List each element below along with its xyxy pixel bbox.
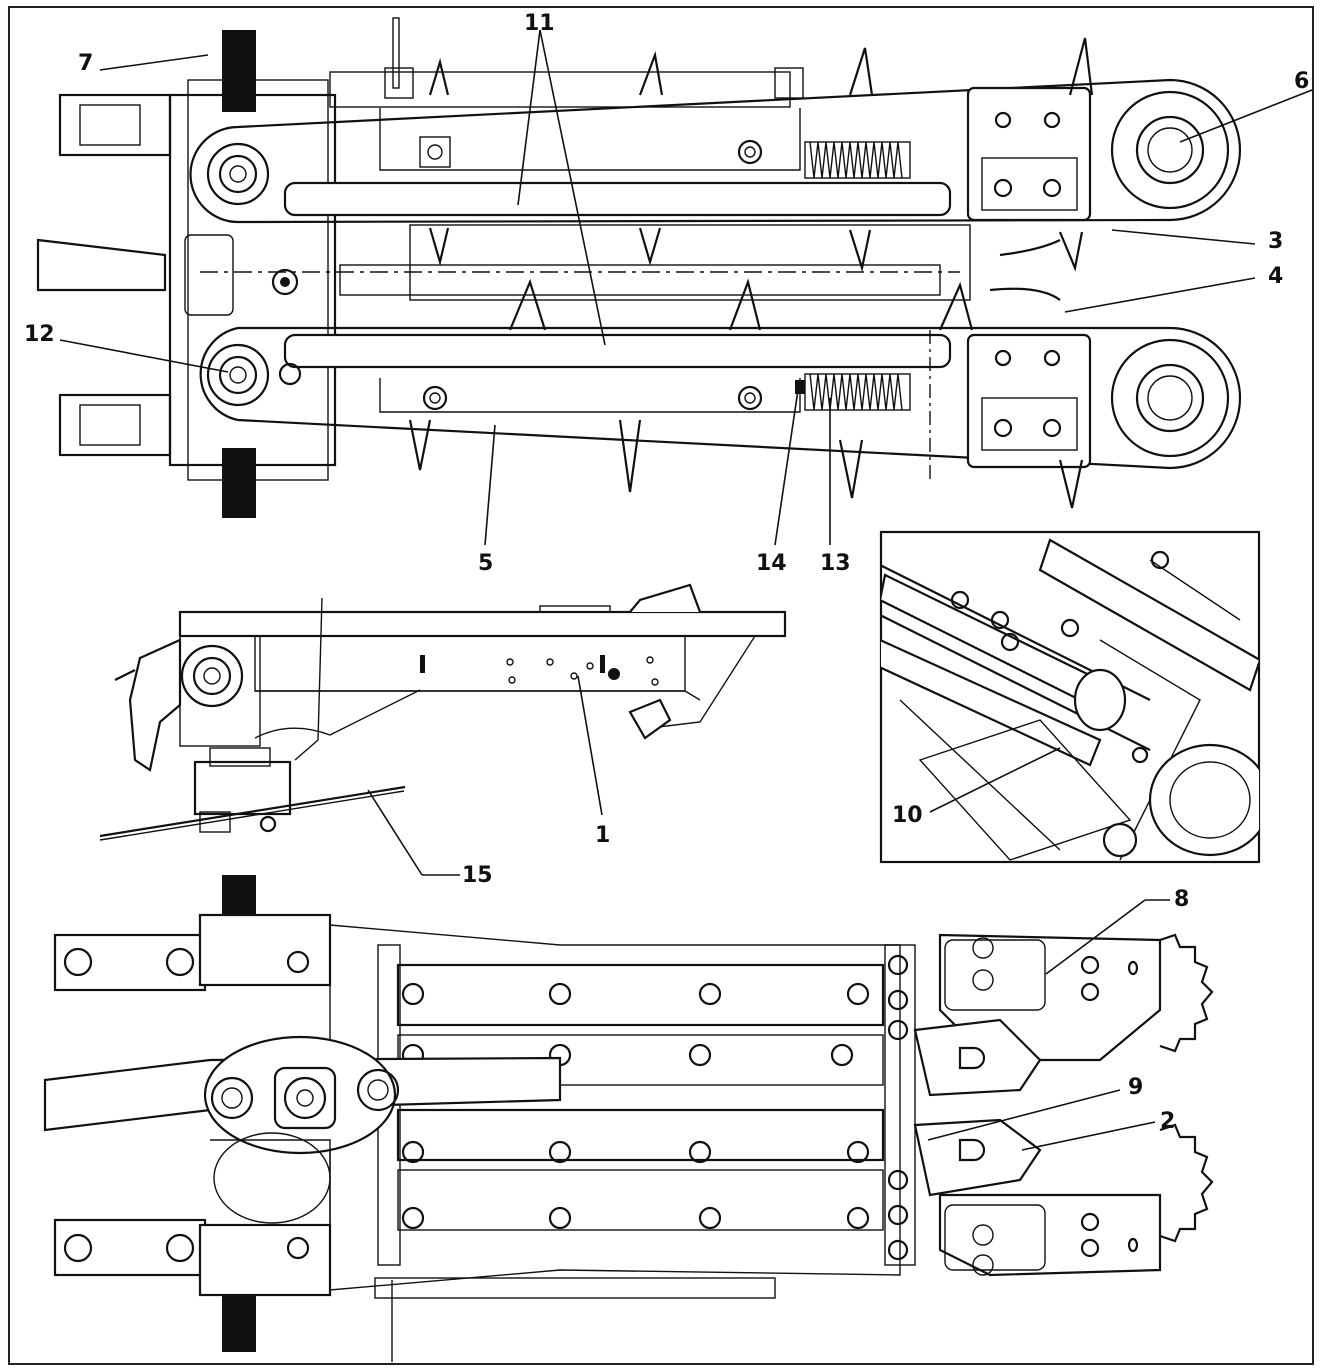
gear-upper [1159,933,1214,1053]
inset-detail [879,530,1261,864]
blade [99,785,406,838]
lower-rail [283,333,952,369]
spring-lower [795,373,911,411]
callout-labels: 7 11 6 3 4 12 5 14 13 1 15 10 8 9 2 [24,11,1309,1134]
callout-7: 7 [78,51,93,76]
callout-14: 14 [756,551,787,576]
bolt-rows [401,982,870,1230]
top-view [36,17,1242,518]
tire-top-lower [222,448,256,518]
tire-bottom-lower [222,1290,256,1352]
callout-10: 10 [892,803,923,828]
callout-13: 13 [820,551,851,576]
lower-belt [199,326,1242,470]
callout-15: 15 [462,863,493,888]
tire-top-upper [222,30,256,112]
inset-frame [879,530,1261,864]
callout-5: 5 [478,551,493,576]
callout-8: 8 [1174,887,1189,912]
sprocket-lower [1110,338,1230,458]
sprocket-upper [1110,90,1230,210]
callout-4: 4 [1268,264,1283,289]
callout-3: 3 [1268,229,1283,254]
leader-lines [59,29,1313,1151]
callout-11: 11 [524,11,555,36]
upper-rail [283,181,952,217]
bottom-view [43,875,1214,1362]
upper-belt [189,78,1242,224]
callout-12: 12 [24,322,55,347]
side-view [99,583,787,841]
spring-upper [804,141,911,179]
callout-6: 6 [1294,69,1309,94]
callout-9: 9 [1128,1075,1143,1100]
callout-1: 1 [595,823,610,848]
drawbar-top [36,238,167,292]
gear-lower [1159,1123,1214,1243]
callout-2: 2 [1160,1109,1175,1134]
